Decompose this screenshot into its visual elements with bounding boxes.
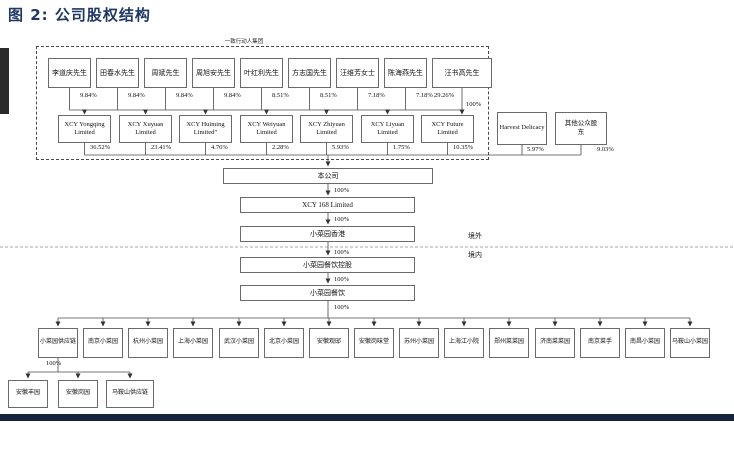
shareholder-box: 周斌先生 — [144, 58, 187, 88]
ownership-pct: 8.51% — [320, 92, 337, 99]
shareholder-box: 汪维芳女士 — [336, 58, 379, 88]
subsidiary-box: 郑州菜菜园 — [489, 328, 529, 358]
ownership-pct: 100% — [334, 187, 350, 194]
xcy-entity-box: XCY Weiyuan Limited — [240, 115, 293, 143]
ownership-pct: 9.84% — [224, 92, 241, 99]
subsidiary-box: 南京菜手 — [580, 328, 620, 358]
ownership-pct: 4.76% — [211, 144, 228, 151]
concert-party-group-label: 一致行动人集团 — [196, 37, 292, 45]
concert-party-group-box — [36, 46, 489, 160]
ownership-pct: 5.97% — [527, 146, 544, 153]
xcy-entity-box: XCY Liyuan Limited — [361, 115, 414, 143]
ownership-pct: 100% — [334, 249, 350, 256]
xcy-entity-box: XCY Future Limited — [421, 115, 474, 143]
subsidiary-box: 上海小菜园 — [173, 328, 213, 358]
shareholder-box: 田春水先生 — [96, 58, 139, 88]
ownership-pct: 23.41% — [151, 144, 172, 151]
ownership-pct: 2.28% — [272, 144, 289, 151]
subsidiary-box: 苏州小菜园 — [399, 328, 439, 358]
subsidiary-box: 北京小菜园 — [264, 328, 304, 358]
subsidiary-box: 济南菜菜园 — [535, 328, 575, 358]
subsidiary-box: 武汉小菜园 — [219, 328, 259, 358]
subsidiary-box: 杭州小菜园 — [128, 328, 168, 358]
ownership-pct: 9.03% — [597, 146, 614, 153]
company-box: 小菜园餐饮 — [240, 285, 415, 301]
ownership-pct: 5.93% — [332, 144, 349, 151]
page-edge-mark — [0, 48, 9, 114]
external-shareholder-box: 其他公众股东 — [555, 112, 607, 145]
ownership-pct: 9.84% — [80, 92, 97, 99]
ownership-pct: 9.84% — [176, 92, 193, 99]
ownership-pct: 7.18% — [416, 92, 433, 99]
company-box: 本公司 — [223, 168, 433, 184]
onshore-label: 境内 — [468, 251, 482, 259]
shareholder-box: 李道庆先生 — [48, 58, 91, 88]
ownership-pct: 100% — [334, 304, 350, 311]
xcy-entity-box: XCY Huiming Limited” — [179, 115, 232, 143]
subsidiary-box: 南昌小菜园 — [625, 328, 665, 358]
company-box: 小菜园餐饮控股 — [240, 257, 415, 273]
ownership-pct: 100% — [334, 276, 350, 283]
shareholder-box: 陈海燕先生 — [384, 58, 427, 88]
external-shareholder-box: Harvest Delicacy — [497, 112, 547, 145]
subsidiary-box: 上海江小院 — [444, 328, 484, 358]
supply-sub-box: 安徽岗园 — [58, 380, 98, 408]
company-box: XCY 168 Limited — [240, 197, 415, 213]
ownership-pct: 36.52% — [90, 144, 111, 151]
xcy-entity-box: XCY Yongqing Limited — [58, 115, 111, 143]
subsidiary-box: 南京小菜园 — [83, 328, 123, 358]
ownership-pct: 1.75% — [393, 144, 410, 151]
subsidiary-box: 小菜园供应链 — [38, 328, 78, 358]
ownership-pct: 7.18% — [368, 92, 385, 99]
shareholder-box: 方志国先生 — [288, 58, 331, 88]
ownership-pct: 29.26% — [434, 92, 455, 99]
external-shareholder-label: 其他公众股东 — [564, 120, 598, 136]
ownership-pct: 100% — [46, 360, 62, 367]
subsidiary-box: 安徽观邸 — [309, 328, 349, 358]
ownership-pct: 8.51% — [272, 92, 289, 99]
subsidiary-box: 马鞍山小菜园 — [670, 328, 710, 358]
figure-title: 图 2: 公司股权结构 — [8, 6, 151, 24]
ownership-pct: 100% — [466, 101, 482, 108]
shareholder-box: 周旭安先生 — [192, 58, 235, 88]
shareholder-box: 叶红利先生 — [240, 58, 283, 88]
ownership-pct: 9.84% — [128, 92, 145, 99]
shareholder-box: 汪书高先生 — [432, 58, 492, 88]
supply-sub-box: 安徽丰园 — [8, 380, 48, 408]
supply-sub-box: 马鞍山供应链 — [106, 380, 154, 408]
ownership-pct: 100% — [334, 216, 350, 223]
figure-bottom-rule — [0, 414, 734, 421]
ownership-pct: 10.35% — [453, 144, 474, 151]
subsidiary-box: 安徽岗味堂 — [354, 328, 394, 358]
xcy-entity-box: XCY Xuyuan Limited — [119, 115, 172, 143]
offshore-label: 境外 — [468, 232, 482, 240]
company-box: 小菜园香港 — [240, 226, 415, 242]
xcy-entity-box: XCY Zhiyuan Limited — [300, 115, 353, 143]
